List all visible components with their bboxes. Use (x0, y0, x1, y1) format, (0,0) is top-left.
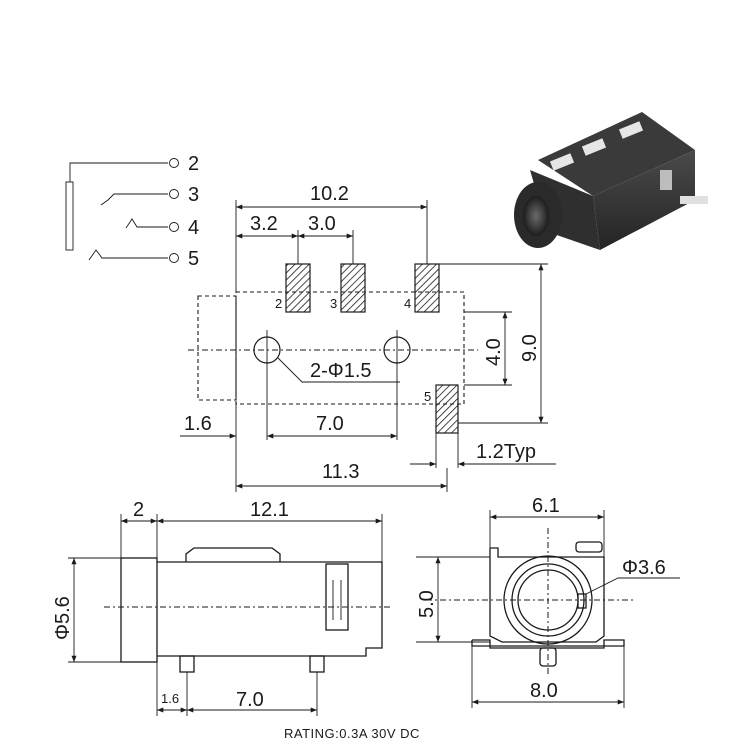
side-latch (325, 563, 349, 631)
top-view: 2 3 4 5 10.2 3.2 3.0 9.0 4.0 2-Φ1.5 (180, 183, 556, 492)
pad-label-4: 4 (404, 296, 411, 311)
dim-7-0-label: 7.0 (316, 413, 344, 435)
pad-5 (435, 384, 459, 434)
schematic-pin-label-4: 4 (188, 217, 199, 239)
front-base (471, 639, 625, 649)
schematic-wire-4 (125, 218, 168, 229)
side-peg-right (309, 655, 325, 673)
front-contact-tab (577, 593, 587, 609)
dim-3-6-leader (585, 577, 680, 595)
photo-foot (680, 196, 708, 204)
front-top-tab (575, 541, 603, 553)
dim-1-6-label: 1.6 (184, 413, 212, 435)
dim-10-2-label: 10.2 (310, 183, 349, 205)
dim-8-0-label: 8.0 (530, 680, 558, 702)
schematic-pin-label-5: 5 (188, 248, 199, 270)
front-outline (489, 547, 605, 643)
photo-body-top (538, 112, 695, 196)
schematic-terminal-3 (169, 189, 179, 199)
dim-1-2-label: 1.2Typ (476, 441, 536, 463)
dim-6-1-label: 6.1 (532, 495, 560, 517)
pad-4 (414, 263, 440, 313)
photo-contact-3 (618, 121, 644, 139)
photo-contact-1 (549, 153, 575, 171)
dim-9-0-label: 9.0 (519, 334, 541, 362)
dim-12-1-label: 12.1 (250, 499, 289, 521)
schematic-wire-2 (69, 162, 168, 182)
dim-5-6-label: Φ5.6 (52, 596, 74, 640)
side-flange (120, 557, 158, 663)
side-body (157, 561, 383, 657)
photo-contact-2 (581, 138, 607, 156)
photo-bore (523, 196, 549, 236)
side-top-bump (185, 547, 281, 562)
dim-11-3-label: 11.3 (322, 461, 359, 483)
schematic-wire-3 (100, 193, 168, 206)
top-flange-outline (197, 295, 237, 401)
photo-side-tab (660, 170, 672, 190)
dim-2-label: 2 (133, 499, 144, 521)
dim-side-7-0-label: 7.0 (236, 689, 264, 711)
hole-note-leader (277, 357, 400, 383)
schematic-pin-label-2: 2 (188, 153, 199, 175)
product-photo (514, 112, 708, 250)
pad-label-3: 3 (330, 296, 337, 311)
dim-3-6-label: Φ3.6 (622, 557, 666, 579)
dim-4-0-label: 4.0 (483, 338, 505, 366)
schematic: 2 3 4 5 (65, 153, 199, 270)
dim-side-1-6-label: 1.6 (161, 691, 179, 706)
hole-note-label: 2-Φ1.5 (310, 360, 372, 382)
schematic-terminal-5 (169, 253, 179, 263)
schematic-sleeve (65, 181, 74, 251)
schematic-wire-5 (88, 249, 168, 261)
dim-3-0-label: 3.0 (308, 213, 336, 235)
pad-label-5: 5 (424, 389, 431, 404)
pad-2 (285, 263, 311, 313)
schematic-terminal-2 (169, 158, 179, 168)
side-peg-left (179, 655, 195, 673)
dim-3-2-label: 3.2 (250, 213, 278, 235)
schematic-pin-label-3: 3 (188, 184, 199, 206)
rating-label: RATING:0.3A 30V DC (284, 726, 420, 741)
front-bottom-peg (539, 647, 557, 667)
pad-label-2: 2 (275, 296, 282, 311)
schematic-terminal-4 (169, 222, 179, 232)
dim-5-0-label: 5.0 (416, 590, 438, 618)
pad-3 (340, 263, 366, 313)
front-view: 6.1 Φ3.6 5.0 8.0 (416, 495, 680, 708)
side-view: 2 12.1 Φ5.6 1.6 7.0 (52, 499, 392, 716)
